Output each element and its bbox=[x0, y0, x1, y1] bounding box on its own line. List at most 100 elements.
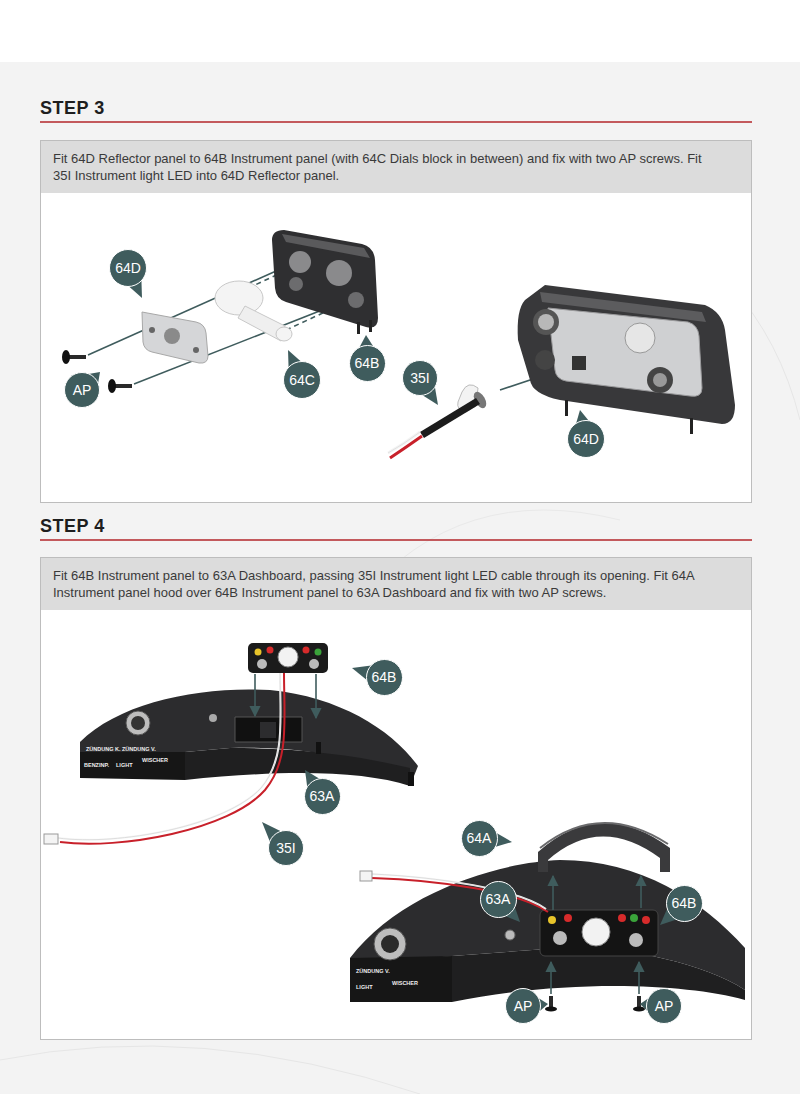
callout-pointer bbox=[421, 385, 438, 405]
exploded-view bbox=[164, 328, 180, 344]
dashboard-second bbox=[360, 871, 372, 881]
dashboard-second bbox=[538, 823, 670, 872]
callout-number: 63A bbox=[480, 881, 517, 918]
exploded-view bbox=[348, 292, 364, 308]
exploded-view bbox=[215, 281, 263, 315]
dashboard-second bbox=[540, 910, 658, 956]
step-frames bbox=[40, 539, 752, 541]
dashboard-second bbox=[350, 823, 745, 1012]
callout-number: AP bbox=[646, 988, 682, 1024]
step-frames bbox=[41, 558, 752, 1040]
dashboard-first bbox=[255, 649, 262, 656]
dashboard-second bbox=[637, 996, 641, 1008]
exploded-view bbox=[326, 260, 352, 286]
dashboard-first bbox=[80, 742, 185, 780]
dashboard-second bbox=[549, 996, 553, 1008]
panel-marking: ZÜNDUNG V. bbox=[356, 968, 390, 974]
instruction-text: Fit 64D Reflector panel to 64B Instrumen… bbox=[53, 150, 703, 184]
panel-marking: WISCHER bbox=[392, 980, 418, 986]
dashboard-second bbox=[372, 874, 546, 909]
exploded-view bbox=[142, 312, 208, 363]
page-ground bbox=[0, 1046, 420, 1094]
assembled-panel bbox=[653, 373, 667, 387]
dashboard-second bbox=[381, 935, 399, 953]
assembled-panel bbox=[388, 285, 735, 458]
callout-pointer bbox=[288, 350, 304, 371]
dashboard-second bbox=[638, 962, 640, 994]
dashboard-second bbox=[550, 962, 552, 994]
step-frames bbox=[41, 141, 752, 503]
callout-number: 35I bbox=[402, 360, 438, 396]
assembled-panel bbox=[535, 350, 555, 370]
dashboard-second bbox=[553, 931, 567, 945]
callout-number: AP bbox=[505, 988, 541, 1024]
part-code: AP bbox=[73, 382, 92, 398]
part-code: 64D bbox=[573, 431, 599, 447]
dashboard-second bbox=[545, 1007, 557, 1012]
dashboard-second bbox=[564, 914, 572, 922]
dashboard-second bbox=[582, 918, 610, 946]
dashboard-second bbox=[374, 928, 406, 960]
dashboard-second bbox=[505, 930, 515, 940]
exploded-view bbox=[62, 230, 378, 393]
callout-pointer bbox=[352, 665, 373, 681]
part-code: 64A bbox=[467, 830, 492, 846]
exploded-view bbox=[369, 320, 372, 332]
part-code: 63A bbox=[486, 891, 511, 907]
assembled-panel bbox=[572, 356, 586, 370]
assembled-panel bbox=[647, 367, 673, 393]
exploded-view bbox=[289, 251, 311, 273]
assembled-panel bbox=[420, 398, 480, 438]
dashboard-second bbox=[642, 916, 650, 924]
part-code: 64C bbox=[289, 372, 315, 388]
dashboard-second bbox=[629, 933, 643, 947]
part-code: 35I bbox=[276, 840, 295, 856]
dashboard-first bbox=[58, 672, 281, 840]
dashboard-first bbox=[58, 672, 281, 840]
callout-pointer bbox=[492, 831, 513, 848]
callout-pointer bbox=[660, 906, 680, 925]
part-code: AP bbox=[514, 998, 533, 1014]
callout-number: 64C bbox=[283, 361, 321, 399]
callout-pointer bbox=[262, 822, 283, 844]
step-panel: STEP 4 Fit 64B Instrument panel to 63A Da… bbox=[40, 510, 752, 1040]
panel-marking: LIGHT bbox=[356, 984, 373, 990]
part-code: 35I bbox=[410, 370, 429, 386]
assembled-panel bbox=[548, 308, 702, 396]
callout-number: 64B bbox=[366, 659, 403, 696]
dashboard-second bbox=[350, 956, 452, 1002]
callout-pointer bbox=[536, 997, 548, 1014]
dashboard-first bbox=[315, 674, 317, 718]
assembled-panel bbox=[690, 418, 693, 434]
dashboard-first bbox=[278, 647, 298, 667]
dashboard-second bbox=[540, 823, 668, 848]
dashboard-second bbox=[618, 914, 626, 922]
step-frames bbox=[40, 121, 752, 123]
step-heading: STEP 4 bbox=[40, 516, 752, 537]
dashboard-second bbox=[633, 1007, 645, 1012]
assembled-panel bbox=[625, 323, 655, 353]
callout-pointer bbox=[501, 903, 520, 922]
assembled-panel bbox=[388, 432, 420, 453]
dashboard-first bbox=[315, 649, 322, 656]
exploded-view bbox=[272, 230, 378, 328]
dashboard-first bbox=[257, 659, 267, 669]
step-heading: STEP 3 bbox=[40, 98, 752, 119]
assembled-panel bbox=[533, 309, 559, 335]
dashboard-first bbox=[60, 672, 285, 844]
dashboard-first bbox=[303, 647, 310, 654]
assembled-panel bbox=[390, 436, 422, 458]
instruction-text: Fit 64B Instrument panel to 63A Dashboar… bbox=[53, 567, 743, 601]
dashboard-first bbox=[44, 643, 418, 844]
callout-pointers bbox=[86, 277, 680, 1013]
dashboard-second bbox=[372, 874, 546, 909]
dashboard-first bbox=[309, 659, 319, 669]
exploded-view bbox=[357, 322, 360, 334]
panel-marking: LIGHT bbox=[116, 762, 133, 768]
callout-number: 64B bbox=[666, 885, 703, 922]
page-ground bbox=[0, 0, 800, 62]
callout-number: 64A bbox=[461, 820, 498, 857]
dashboard-first bbox=[248, 643, 328, 673]
